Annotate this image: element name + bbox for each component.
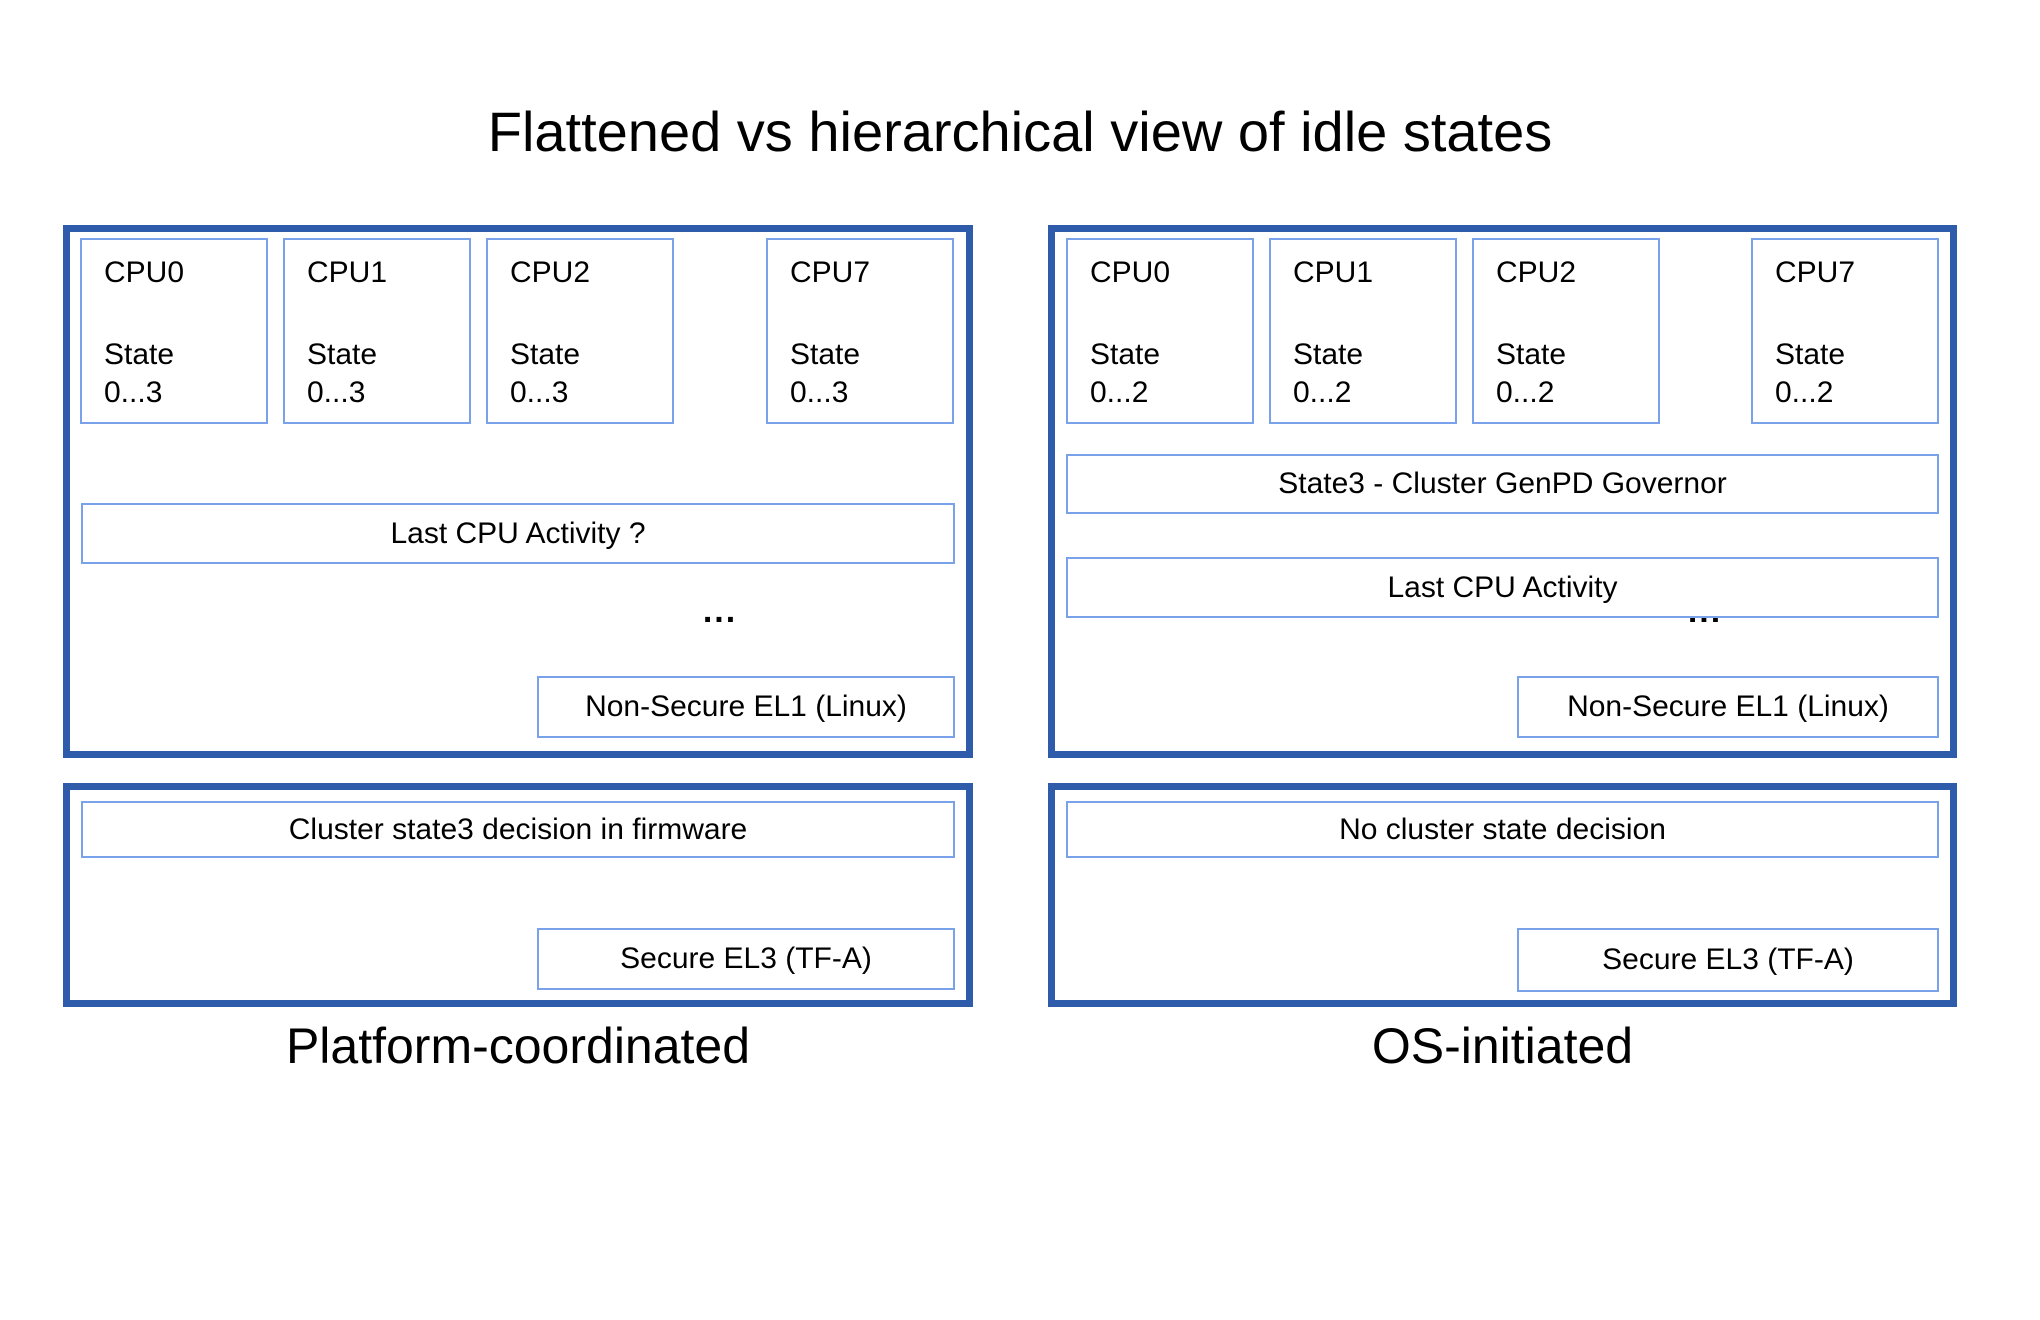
cpu-name: CPU1 <box>1293 256 1374 289</box>
cpu-box: CPU0 State 0...2 <box>1066 238 1254 424</box>
cpu-state-range: 0...2 <box>1090 376 1149 409</box>
cpu-state-range: 0...2 <box>1775 376 1834 409</box>
cpu-box: CPU7 State 0...3 <box>766 238 954 424</box>
cpu-state-range: 0...3 <box>104 376 163 409</box>
cpu-state: State 0...3 <box>790 336 860 412</box>
secure-el3-box: Secure EL3 (TF-A) <box>537 928 955 990</box>
cpu-state-label: State <box>307 338 378 371</box>
cpu-name: CPU2 <box>510 256 591 289</box>
cpu-state-range: 0...2 <box>1293 376 1352 409</box>
cpu-box: CPU2 State 0...3 <box>486 238 674 424</box>
cpu-state-label: State <box>104 338 175 371</box>
nonsecure-el1-box: Non-Secure EL1 (Linux) <box>537 676 955 738</box>
platform-nonsecure-box: CPU0 State 0...3 CPU1 State 0...3 CPU2 S… <box>63 225 973 758</box>
osi-nonsecure-box: CPU0 State 0...2 CPU1 State 0...2 CPU2 S… <box>1048 225 1957 758</box>
cpu-state-label: State <box>1090 338 1161 371</box>
cpu-box: CPU1 State 0...3 <box>283 238 471 424</box>
cpu-name: CPU1 <box>307 256 388 289</box>
nonsecure-el1-box: Non-Secure EL1 (Linux) <box>1517 676 1939 738</box>
last-cpu-activity-box: Last CPU Activity ? <box>81 503 955 564</box>
cpu-state: State 0...2 <box>1775 336 1845 412</box>
cpu-name: CPU0 <box>104 256 185 289</box>
cpu-ellipsis: ... <box>702 592 738 630</box>
cpu-state-label: State <box>790 338 861 371</box>
cpu-state-range: 0...3 <box>510 376 569 409</box>
osi-secure-box: No cluster state decision Secure EL3 (TF… <box>1048 783 1957 1007</box>
cluster-genpd-governor-box: State3 - Cluster GenPD Governor <box>1066 454 1939 514</box>
last-cpu-activity-box: Last CPU Activity <box>1066 557 1939 618</box>
cpu-box: CPU2 State 0...2 <box>1472 238 1660 424</box>
cpu-state-label: State <box>1775 338 1846 371</box>
cpu-name: CPU0 <box>1090 256 1171 289</box>
cpu-state: State 0...3 <box>104 336 174 412</box>
cluster-decision-box: Cluster state3 decision in firmware <box>81 801 955 858</box>
cpu-state-range: 0...2 <box>1496 376 1555 409</box>
cpu-state: State 0...2 <box>1293 336 1363 412</box>
panel-label-platform-coordinated: Platform-coordinated <box>285 1018 751 1074</box>
cpu-state: State 0...3 <box>510 336 580 412</box>
cpu-box: CPU1 State 0...2 <box>1269 238 1457 424</box>
cpu-name: CPU2 <box>1496 256 1577 289</box>
cpu-state: State 0...2 <box>1496 336 1566 412</box>
cpu-state-range: 0...3 <box>307 376 366 409</box>
cpu-state-label: State <box>1496 338 1567 371</box>
panel-label-os-initiated: OS-initiated <box>1371 1018 1634 1074</box>
cpu-box: CPU0 State 0...3 <box>80 238 268 424</box>
cpu-state-range: 0...3 <box>790 376 849 409</box>
cpu-box: CPU7 State 0...2 <box>1751 238 1939 424</box>
cpu-name: CPU7 <box>790 256 871 289</box>
cpu-state-label: State <box>510 338 581 371</box>
cpu-name: CPU7 <box>1775 256 1856 289</box>
slide-title: Flattened vs hierarchical view of idle s… <box>487 100 1553 163</box>
cpu-state: State 0...2 <box>1090 336 1160 412</box>
secure-el3-box: Secure EL3 (TF-A) <box>1517 928 1939 992</box>
cpu-state: State 0...3 <box>307 336 377 412</box>
cpu-state-label: State <box>1293 338 1364 371</box>
no-cluster-decision-box: No cluster state decision <box>1066 801 1939 858</box>
platform-secure-box: Cluster state3 decision in firmware Secu… <box>63 783 973 1007</box>
